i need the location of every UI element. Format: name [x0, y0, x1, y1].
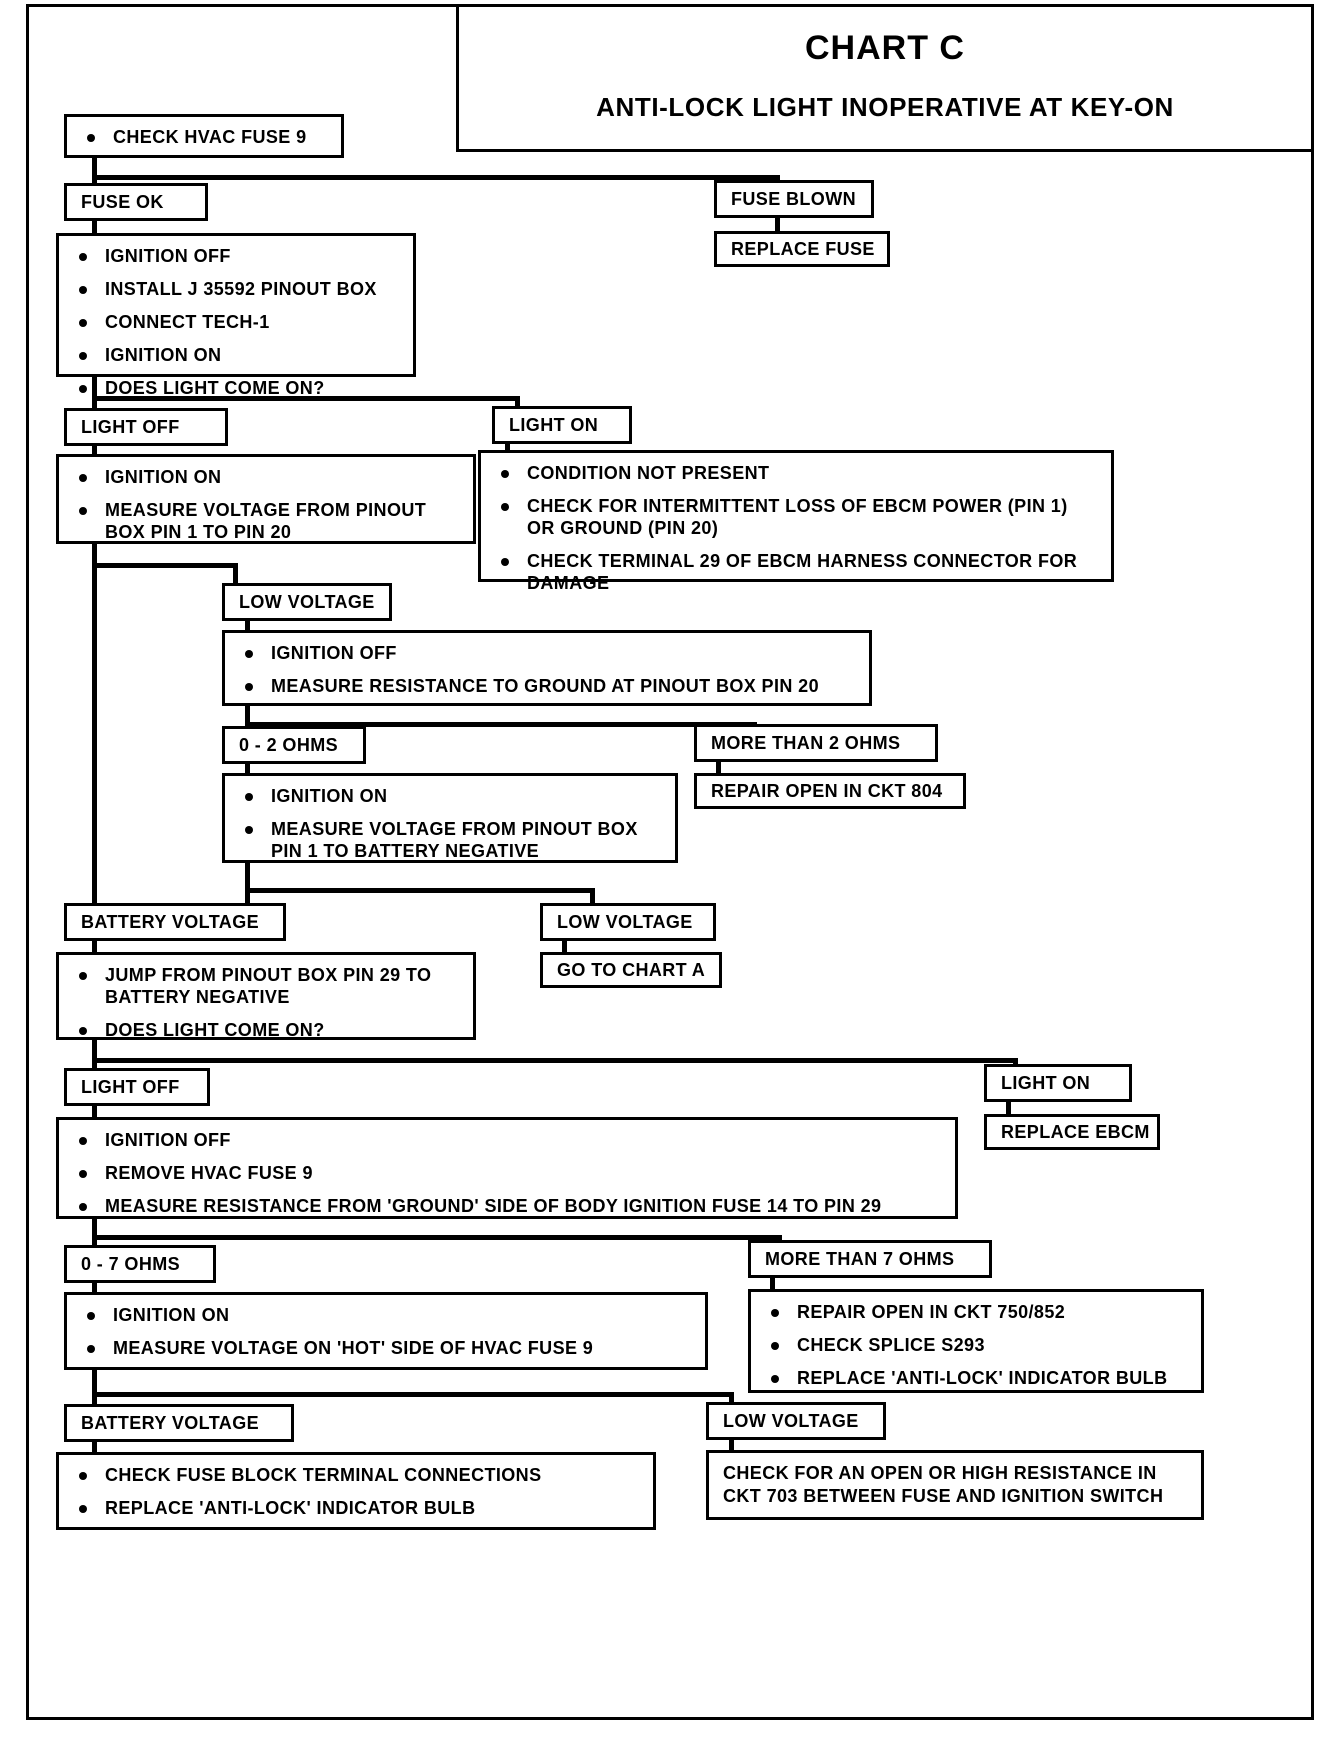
bullet-icon — [79, 253, 87, 261]
node-fuse-blown[interactable]: FUSE BLOWN — [714, 180, 874, 218]
bullet-icon — [79, 351, 87, 360]
connector-vertical — [92, 1370, 97, 1410]
connector-vertical — [562, 941, 567, 953]
bullet-icon — [79, 285, 87, 294]
node-go-to-chart-a[interactable]: GO TO CHART A — [540, 952, 722, 988]
connector-vertical — [1006, 1102, 1011, 1116]
node-check-open-ckt703[interactable]: CHECK FOR AN OPEN OR HIGH RESISTANCE IN … — [706, 1450, 1204, 1520]
bullet-icon — [87, 1344, 95, 1353]
node-repair-ckt-804[interactable]: REPAIR OPEN IN CKT 804 — [694, 773, 966, 809]
bullet-icon — [245, 682, 253, 691]
connector-vertical — [92, 1106, 97, 1118]
connector-vertical — [505, 444, 510, 454]
connector-vertical — [729, 1392, 734, 1404]
connector-vertical — [245, 706, 250, 734]
connector-horizontal — [92, 396, 520, 401]
bullet-icon — [771, 1341, 779, 1350]
node-light-on-1[interactable]: LIGHT ON — [492, 406, 632, 444]
node-0-7-ohms[interactable]: 0 - 7 OHMS — [64, 1245, 216, 1283]
node-more-than-2-ohms[interactable]: MORE THAN 2 OHMS — [694, 724, 938, 762]
connector-vertical — [729, 1440, 734, 1452]
bullet-icon — [79, 384, 87, 393]
connector-vertical — [92, 1442, 97, 1454]
connector-vertical — [1013, 1058, 1018, 1066]
bullet-icon — [771, 1309, 779, 1317]
bullet-icon — [79, 474, 87, 482]
connector-vertical — [775, 175, 780, 183]
bullet-icon — [79, 1472, 87, 1480]
node-low-voltage-3[interactable]: LOW VOLTAGE — [706, 1402, 886, 1440]
bullet-icon — [79, 506, 87, 515]
connector-horizontal — [245, 722, 757, 727]
node-light-off-1[interactable]: LIGHT OFF — [64, 408, 228, 446]
node-replace-fuse[interactable]: REPLACE FUSE — [714, 231, 890, 267]
bullet-icon — [79, 1169, 87, 1178]
connector-vertical — [245, 764, 250, 776]
connector-vertical — [92, 1040, 97, 1072]
node-measure-fuse14-pin29[interactable]: IGNITION OFF REMOVE HVAC FUSE 9 MEASURE … — [56, 1117, 958, 1219]
node-light-on-2[interactable]: LIGHT ON — [984, 1064, 1132, 1102]
bullet-icon — [501, 470, 509, 478]
node-low-voltage-1[interactable]: LOW VOLTAGE — [222, 583, 392, 621]
node-more-than-7-ohms[interactable]: MORE THAN 7 OHMS — [748, 1240, 992, 1278]
connector-horizontal — [245, 888, 595, 893]
node-measure-pin1-pin20[interactable]: IGNITION ON MEASURE VOLTAGE FROM PINOUT … — [56, 454, 476, 544]
node-check-hvac-fuse[interactable]: CHECK HVAC FUSE 9 — [64, 114, 344, 158]
node-battery-voltage-1[interactable]: BATTERY VOLTAGE — [64, 903, 286, 941]
connector-vertical — [590, 888, 595, 904]
node-measure-resistance-pin20[interactable]: IGNITION OFF MEASURE RESISTANCE TO GROUN… — [222, 630, 872, 706]
node-0-2-ohms[interactable]: 0 - 2 OHMS — [222, 726, 366, 764]
connector-vertical — [92, 446, 97, 458]
bullet-icon — [87, 134, 95, 142]
page-subtitle: ANTI-LOCK LIGHT INOPERATIVE AT KEY-ON — [596, 92, 1174, 122]
connector-vertical — [775, 218, 780, 232]
connector-horizontal — [92, 1235, 782, 1240]
connector-vertical — [770, 1278, 775, 1290]
bullet-icon — [79, 318, 87, 327]
node-measure-pin1-battery-negative[interactable]: IGNITION ON MEASURE VOLTAGE FROM PINOUT … — [222, 773, 678, 863]
node-setup-steps[interactable]: IGNITION OFF INSTALL J 35592 PINOUT BOX … — [56, 233, 416, 398]
node-repair-ckt-750[interactable]: REPAIR OPEN IN CKT 750/852 CHECK SPLICE … — [748, 1289, 1204, 1393]
node-check-fuse-block[interactable]: CHECK FUSE BLOCK TERMINAL CONNECTIONS RE… — [56, 1452, 656, 1530]
connector-vertical — [245, 863, 250, 905]
connector-vertical-long — [92, 544, 97, 916]
bullet-icon — [79, 1026, 87, 1035]
connector-vertical — [92, 377, 97, 411]
node-fuse-ok[interactable]: FUSE OK — [64, 183, 208, 221]
bullet-icon — [79, 1504, 87, 1513]
bullet-icon — [79, 972, 87, 980]
node-measure-hot-side[interactable]: IGNITION ON MEASURE VOLTAGE ON 'HOT' SID… — [64, 1292, 708, 1370]
connector-vertical — [92, 175, 97, 185]
connector-vertical — [92, 1283, 97, 1295]
bullet-icon — [245, 793, 253, 801]
bullet-icon — [245, 650, 253, 658]
node-jump-pin29[interactable]: JUMP FROM PINOUT BOX PIN 29 TO BATTERY N… — [56, 952, 476, 1040]
connector-horizontal — [92, 175, 780, 180]
node-battery-voltage-2[interactable]: BATTERY VOLTAGE — [64, 1404, 294, 1442]
connector-vertical — [92, 158, 97, 180]
page-title: CHART C — [805, 29, 965, 67]
node-replace-ebcm[interactable]: REPLACE EBCM — [984, 1114, 1160, 1150]
connector-horizontal — [92, 1058, 1018, 1063]
connector-horizontal — [92, 1392, 734, 1397]
bullet-icon — [79, 1202, 87, 1211]
node-low-voltage-2[interactable]: LOW VOLTAGE — [540, 903, 716, 941]
connector-vertical — [245, 621, 250, 633]
node-condition-not-present[interactable]: CONDITION NOT PRESENT CHECK FOR INTERMIT… — [478, 450, 1114, 593]
bullet-icon — [87, 1312, 95, 1320]
bullet-icon — [771, 1374, 779, 1383]
connector-vertical — [233, 563, 238, 585]
connector-vertical — [92, 941, 97, 953]
bullet-icon — [501, 557, 509, 566]
connector-vertical — [716, 762, 721, 774]
connector-vertical — [515, 396, 520, 410]
node-light-off-2[interactable]: LIGHT OFF — [64, 1068, 210, 1106]
bullet-icon — [245, 825, 253, 834]
bullet-icon — [501, 502, 509, 511]
connector-horizontal — [92, 563, 238, 568]
chart-title-box: CHART C ANTI-LOCK LIGHT INOPERATIVE AT K… — [456, 4, 1314, 152]
bullet-icon — [79, 1137, 87, 1145]
connector-vertical — [92, 221, 97, 235]
